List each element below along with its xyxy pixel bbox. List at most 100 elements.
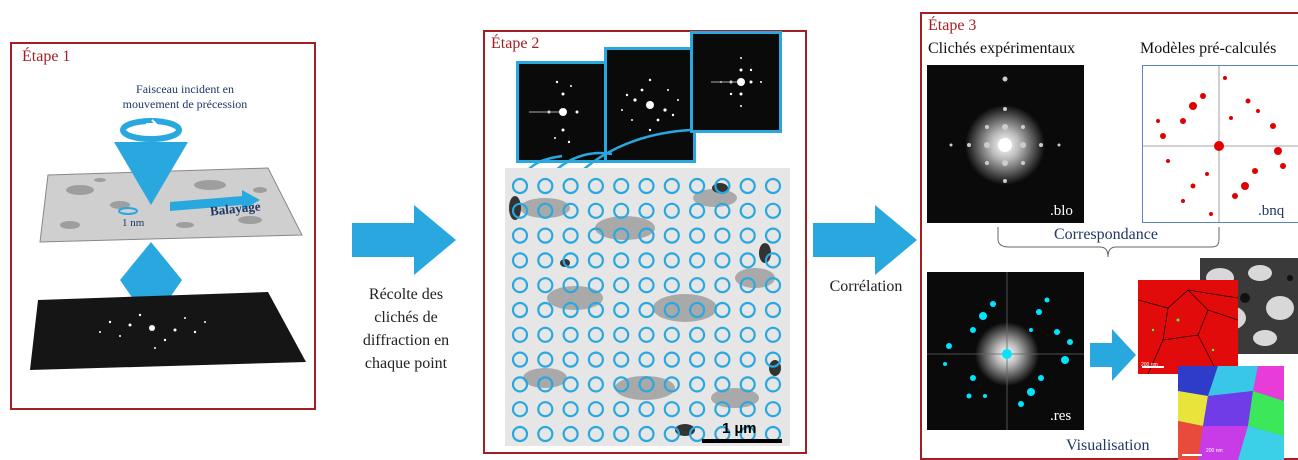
- experimental-pattern: [927, 65, 1084, 223]
- probe-point: [562, 425, 579, 443]
- model-spots: [1156, 76, 1286, 216]
- probe-point: [714, 227, 731, 244]
- detector-plane: [30, 292, 306, 370]
- step1-title: Étape 1: [22, 48, 71, 65]
- blo-tag: .blo: [1050, 203, 1073, 219]
- probe-point: [739, 401, 756, 418]
- orientation-map: [1178, 366, 1284, 460]
- probe-point: [663, 401, 680, 418]
- indexed-spots: [943, 297, 1073, 407]
- arrow-collect: [352, 205, 456, 275]
- probe-point: [638, 376, 655, 393]
- probe-point: [663, 425, 680, 443]
- probe-grid: [511, 177, 782, 443]
- probe-point: [638, 351, 655, 368]
- probe-point: [562, 202, 579, 219]
- correspondence-bracket: [997, 227, 1220, 258]
- probe-point: [537, 425, 554, 443]
- probe-point: [689, 301, 706, 319]
- probe-point: [537, 277, 554, 294]
- probe-point: [764, 177, 782, 195]
- probe-point: [663, 326, 680, 343]
- scan-arrow: [170, 190, 260, 211]
- map-scale-1: 200 nm: [1141, 362, 1158, 368]
- experimental-label: Clichés expérimentaux: [928, 40, 1076, 57]
- probe-point: [689, 376, 706, 393]
- probe-point: [663, 252, 680, 269]
- probe-point: [562, 227, 579, 244]
- probe-point: [511, 376, 529, 393]
- probe-point: [714, 401, 731, 418]
- probe-point: [714, 277, 731, 294]
- incident-beam-cone: [114, 142, 188, 205]
- probe-point: [764, 202, 782, 219]
- probe-point: [739, 326, 756, 343]
- probe-point: [562, 401, 579, 418]
- diffraction-thumbnail-2: [604, 47, 696, 163]
- probe-point: [562, 277, 579, 294]
- probe-point: [562, 326, 579, 343]
- probe-point: [689, 351, 706, 368]
- probe-point: [663, 227, 680, 244]
- bnq-tag: .bnq: [1258, 203, 1285, 219]
- probe-point: [739, 227, 756, 244]
- res-tag: .res: [1050, 408, 1072, 424]
- probe-point: [739, 202, 756, 219]
- probe-point: [638, 177, 655, 195]
- probe-point: [587, 202, 605, 219]
- scale-bar: [702, 439, 782, 443]
- probe-point: [562, 351, 579, 368]
- probe-point: [764, 351, 782, 368]
- probe-point: [689, 425, 706, 443]
- arrow-visualisation: [1090, 329, 1136, 381]
- probe-point: [587, 277, 605, 294]
- probe-point: [613, 376, 630, 393]
- probe-point: [511, 177, 529, 195]
- probe-point: [613, 227, 630, 244]
- model-pattern: [1142, 65, 1298, 223]
- beam-label-line1: Faisceau incident en: [136, 82, 234, 96]
- probe-point: [511, 326, 529, 343]
- probe-point: [764, 227, 782, 244]
- probe-point: [537, 376, 554, 393]
- beam-label: Faisceau incident en mouvement de préces…: [115, 82, 255, 112]
- probe-point: [739, 301, 756, 319]
- scale-label-1nm: 1 nm: [122, 217, 145, 229]
- probe-point: [638, 252, 655, 269]
- probe-spot: [118, 207, 138, 215]
- probe-point: [613, 351, 630, 368]
- model-label: Modèles pré-calculés: [1140, 40, 1277, 57]
- probe-point: [689, 177, 706, 195]
- correspondence-label: Correspondance: [1052, 226, 1160, 244]
- exit-beam-cone: [120, 242, 182, 325]
- probe-point: [689, 277, 706, 294]
- detector-spots: [99, 313, 206, 349]
- probe-point: [613, 177, 630, 195]
- probe-point: [714, 301, 731, 319]
- probe-point: [587, 401, 605, 418]
- bright-field-micrograph: [505, 168, 790, 446]
- probe-point: [663, 376, 680, 393]
- probe-point: [562, 252, 579, 269]
- collect-caption-line-4: chaque point: [364, 355, 448, 372]
- step1-illustration: [30, 118, 306, 370]
- step2-title: Étape 2: [491, 35, 540, 52]
- probe-point: [638, 401, 655, 418]
- probe-point: [663, 202, 680, 219]
- probe-point: [613, 277, 630, 294]
- collect-caption: Récolte des clichés de diffraction en ch…: [343, 283, 469, 375]
- probe-point: [587, 425, 605, 443]
- probe-point: [511, 252, 529, 269]
- probe-point: [714, 252, 731, 269]
- probe-point: [739, 252, 756, 269]
- probe-point: [537, 227, 554, 244]
- probe-point: [764, 376, 782, 393]
- probe-point: [739, 351, 756, 368]
- probe-point: [689, 326, 706, 343]
- probe-point: [613, 301, 630, 319]
- probe-point: [562, 301, 579, 319]
- precession-arrow-icon: [146, 119, 159, 125]
- probe-point: [663, 351, 680, 368]
- probe-point: [764, 425, 782, 443]
- probe-point: [537, 401, 554, 418]
